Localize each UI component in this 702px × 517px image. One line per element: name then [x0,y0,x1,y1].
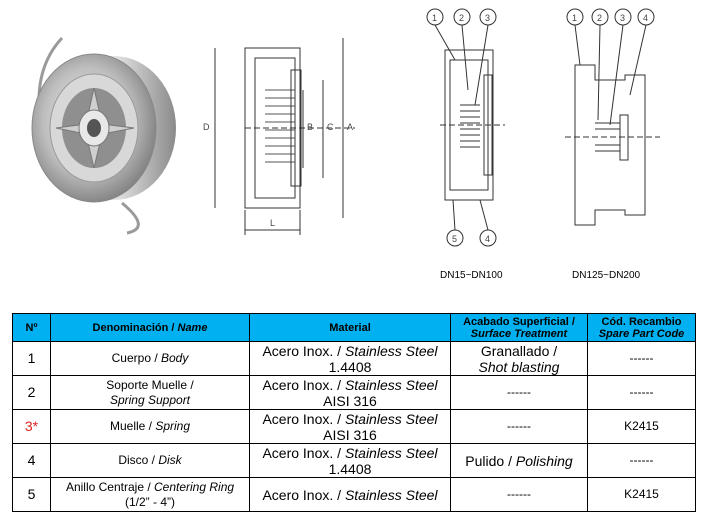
header-name: Denominación / Name [50,313,250,342]
row-no: 1 [12,341,51,376]
dim-C: C [327,122,334,132]
size-label-small: DN15~DN100 [440,270,503,281]
row-name: Muelle / Spring [50,409,250,444]
row-name: Soporte Muelle /Spring Support [50,375,250,410]
callout-1: 1 [432,13,437,23]
header-finish: Acabado Superficial /Surface Treatment [450,313,588,342]
row-no: 3* [12,409,51,444]
row-finish: ------ [450,477,588,512]
callout-2: 2 [459,13,464,23]
dimension-drawing: D B C A L [203,38,355,235]
dim-B: B [307,122,313,132]
row-name: Anillo Centraje / Centering Ring(1/2” - … [50,477,250,512]
row-no: 2 [12,375,51,410]
header-material: Material [249,313,451,342]
dim-D: D [203,122,210,132]
table-row: 1 Cuerpo / Body Acero Inox. / Stainless … [12,341,696,376]
row-code: K2415 [587,477,696,512]
callout-4: 4 [485,234,490,244]
parts-table: Nº Denominación / Name Material Acabado … [12,313,696,512]
section-drawing-large: 1 2 3 4 [565,8,660,226]
table-row: 2 Soporte Muelle /Spring Support Acero I… [12,375,696,410]
dim-A: A [347,122,353,132]
callout-2: 2 [597,13,602,23]
table-row: 4 Disco / Disk Acero Inox. / Stainless S… [12,443,696,478]
row-code: ------ [587,443,696,478]
table-row: 5 Anillo Centraje / Centering Ring(1/2” … [12,477,696,512]
row-code: K2415 [587,409,696,444]
callout-1: 1 [572,13,577,23]
row-code: ------ [587,341,696,376]
callout-5: 5 [452,234,457,244]
row-finish: Pulido / Polishing [450,443,588,478]
section-drawing-small: 1 2 3 5 4 [426,8,505,247]
row-finish: ------ [450,375,588,410]
row-no: 5 [12,477,51,512]
table-row: 3* Muelle / Spring Acero Inox. / Stainle… [12,409,696,444]
dim-L: L [270,218,275,228]
row-material: Acero Inox. / Stainless Steel [249,477,451,512]
callout-4: 4 [643,13,648,23]
table-header-row: Nº Denominación / Name Material Acabado … [12,313,696,342]
row-name: Disco / Disk [50,443,250,478]
callout-3: 3 [620,13,625,23]
header-no: Nº [12,313,51,342]
row-code: ------ [587,375,696,410]
valve-photo [31,36,176,235]
row-no: 4 [12,443,51,478]
size-label-large: DN125~DN200 [572,270,641,281]
callout-3: 3 [485,13,490,23]
row-finish: ------ [450,409,588,444]
row-finish: Granallado /Shot blasting [450,341,588,376]
row-name: Cuerpo / Body [50,341,250,376]
